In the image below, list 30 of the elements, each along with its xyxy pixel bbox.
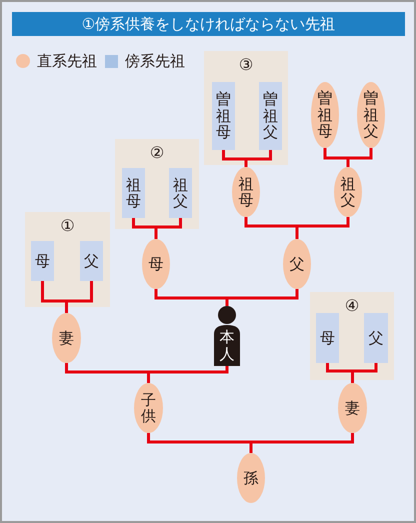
collateral-ancestor-box: 曽祖母 [212, 82, 235, 150]
family-line [296, 217, 350, 239]
direct-ancestor-oval: 父 [283, 239, 311, 289]
collateral-ancestor-box: 父 [364, 313, 388, 363]
group-number: ④ [344, 298, 360, 314]
collateral-ancestor-box: 曽祖父 [259, 82, 282, 150]
direct-ancestor-oval: 祖父 [334, 167, 362, 217]
direct-ancestor-oval: 曽祖母 [311, 82, 339, 148]
direct-ancestor-oval: 祖母 [232, 167, 260, 217]
title-bar: ①傍系供養をしなければならない先祖 [12, 12, 405, 36]
family-line [346, 148, 372, 167]
group-number: ① [60, 218, 75, 234]
family-line [147, 366, 228, 383]
direct-ancestor-oval: 孫 [237, 453, 265, 503]
family-line [250, 433, 354, 453]
legend-text: 直系先祖 [37, 51, 97, 72]
legend-text: 傍系先祖 [125, 51, 185, 72]
collateral-ancestor-box: 母 [316, 313, 339, 363]
group-number: ③ [238, 57, 254, 73]
group-number: ② [150, 145, 164, 161]
direct-ancestor-oval: 曽祖父 [357, 82, 385, 148]
collateral-ancestor-box: 祖母 [122, 168, 145, 218]
direct-ancestor-oval: 子供 [134, 383, 163, 433]
collateral-ancestor-box: 母 [31, 241, 54, 281]
direct-ancestor-oval: 妻 [52, 313, 81, 363]
collateral-ancestor-box: 父 [80, 241, 103, 281]
collateral-ancestor-box: 祖父 [169, 168, 192, 218]
direct-ancestor-oval: 妻 [338, 383, 367, 433]
direct-ancestor-oval: 母 [142, 239, 170, 289]
family-line [226, 289, 298, 306]
